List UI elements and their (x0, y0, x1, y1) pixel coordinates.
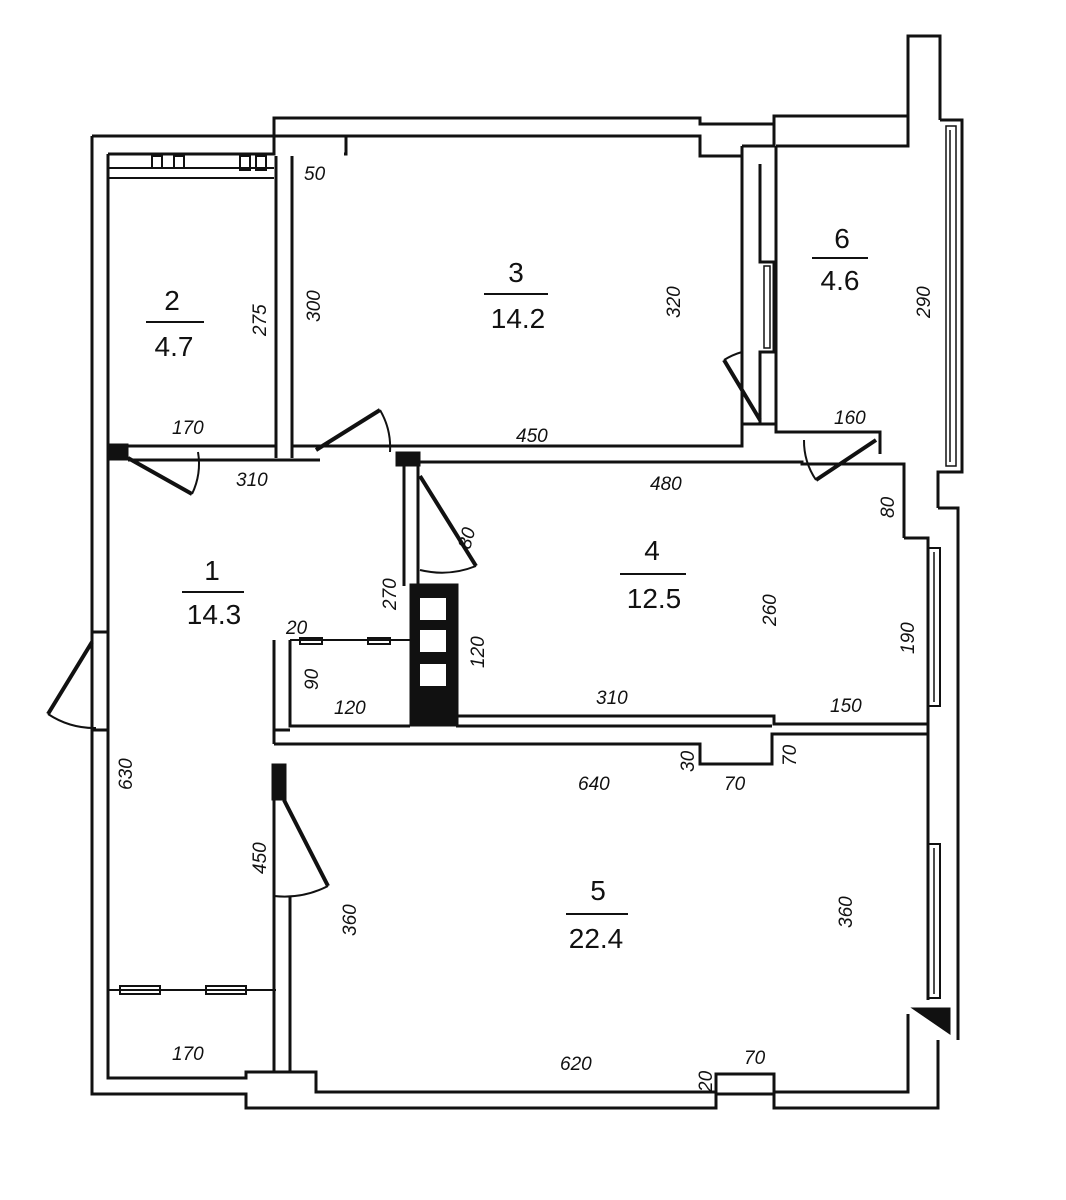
door-arc-room3-east (723, 351, 743, 361)
room-5-number: 5 (590, 875, 606, 906)
door-leaf-room3 (314, 408, 382, 452)
dim-closet-90: 90 (302, 668, 323, 690)
room-1-area: 14.3 (187, 599, 242, 630)
dim-r5-360-right: 360 (836, 896, 857, 928)
dim-r3-50: 50 (304, 164, 326, 185)
room-3-number: 3 (508, 257, 524, 288)
room-2-area: 4.7 (155, 331, 194, 362)
door-leaf-entrance (46, 640, 94, 716)
door-arc-room2 (191, 451, 200, 495)
door-leaf-room3-east (722, 358, 762, 422)
dim-r5-30: 30 (678, 750, 699, 772)
dim-r4-260: 260 (760, 594, 781, 627)
dim-r3-450: 450 (516, 426, 548, 447)
dim-r5-640: 640 (578, 774, 610, 795)
door-arc-room6 (802, 439, 817, 481)
room-6-number: 6 (834, 223, 850, 254)
dim-r5-70-vertical: 70 (780, 744, 801, 766)
dim-r4-190: 190 (898, 622, 919, 654)
dim-r1-270: 270 (380, 578, 401, 611)
room-4-number: 4 (644, 535, 660, 566)
dim-r4-480: 480 (650, 474, 682, 495)
door-arc-room4 (419, 565, 477, 574)
door-arc-entrance (47, 713, 97, 730)
dim-r4-150: 150 (830, 696, 862, 717)
dim-door-80: 80 (455, 525, 481, 551)
dim-r2-170: 170 (172, 418, 204, 439)
door-arc-room5 (273, 885, 329, 898)
dim-r5-70-horizontal: 70 (724, 774, 746, 795)
room-1-number: 1 (204, 555, 220, 586)
dimension-labels: 50 275 170 300 320 450 290 160 310 480 8… (116, 164, 935, 1093)
dim-r1-630: 630 (116, 758, 137, 790)
dim-r5-70-bottom: 70 (744, 1048, 766, 1069)
dim-closet-20: 20 (285, 618, 308, 639)
upper-partitions (108, 116, 910, 458)
room-5-label: 5 22.4 (566, 875, 628, 954)
door-leaf-room2 (127, 456, 193, 496)
door-arc-room3 (379, 409, 392, 453)
room-labels: 1 14.3 2 4.7 3 14.2 4 12.5 5 22.4 6 4.6 (146, 223, 868, 954)
dim-r5-360-left: 360 (340, 904, 361, 936)
middle-partitions (107, 424, 928, 1072)
room-4-label: 4 12.5 (620, 535, 686, 614)
dim-r6-290: 290 (914, 286, 935, 319)
dim-r3-300: 300 (304, 290, 325, 322)
door-leaf-room6 (814, 438, 878, 482)
room-3-label: 3 14.2 (484, 257, 548, 334)
dim-r1-170: 170 (172, 1044, 204, 1065)
dim-r1-450: 450 (250, 842, 271, 874)
dim-closet-120-horizontal: 120 (334, 698, 366, 719)
door-leaf-room5 (282, 799, 330, 887)
room-5-area: 22.4 (569, 923, 624, 954)
dim-closet-120-vertical: 120 (468, 636, 489, 668)
dim-corridor-310: 310 (236, 470, 268, 491)
door-leaf-room4 (418, 474, 478, 568)
dim-r5-620: 620 (560, 1054, 592, 1075)
dim-r5-20: 20 (696, 1070, 717, 1093)
dim-r6-160: 160 (834, 408, 866, 429)
dim-r3-320: 320 (664, 286, 685, 318)
room-6-label: 6 4.6 (812, 223, 868, 296)
room-3-area: 14.2 (491, 303, 546, 334)
room-2-label: 2 4.7 (146, 285, 204, 362)
dim-r4-310: 310 (596, 688, 628, 709)
dim-r2-275: 275 (250, 304, 271, 337)
room-4-area: 12.5 (627, 583, 682, 614)
doors (46, 351, 878, 898)
room-6-area: 4.6 (821, 265, 860, 296)
room-1-label: 1 14.3 (182, 555, 244, 630)
dim-r4-80: 80 (878, 496, 899, 518)
room-2-number: 2 (164, 285, 180, 316)
outer-walls (90, 34, 964, 1110)
